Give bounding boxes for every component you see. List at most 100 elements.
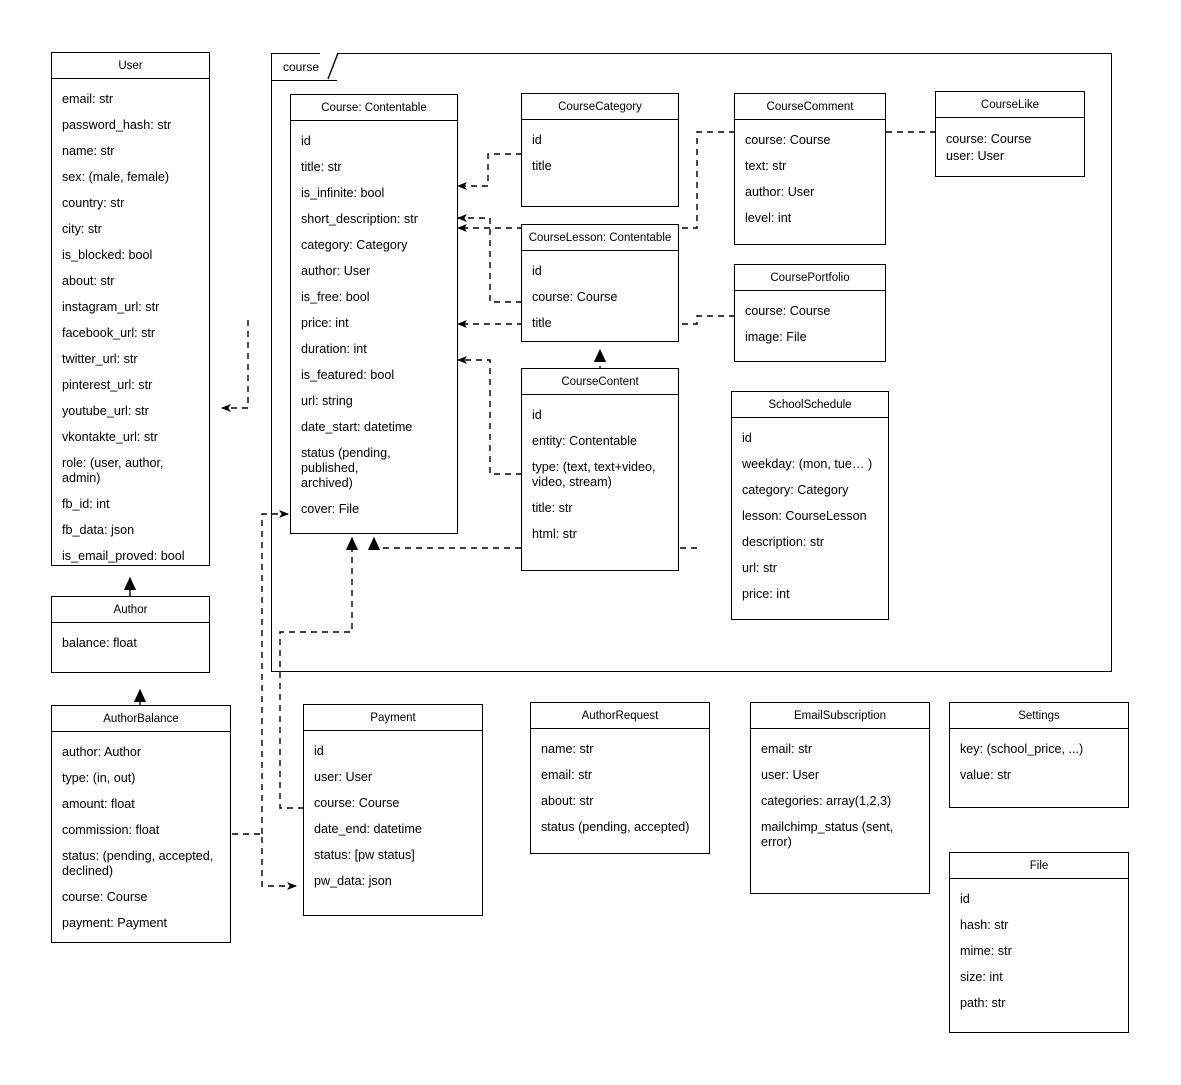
attr: pw_data: json bbox=[314, 874, 392, 888]
attr: password_hash: str bbox=[62, 118, 172, 132]
class-box-course-lesson[interactable]: CourseLesson: Contentable id course: Cou… bbox=[521, 224, 679, 342]
attr: fb_data: json bbox=[62, 523, 135, 537]
attr: id bbox=[742, 431, 752, 445]
attr: level: int bbox=[745, 211, 792, 225]
attr: email: str bbox=[761, 742, 813, 756]
attr: type: (in, out) bbox=[62, 771, 136, 785]
attr: instagram_url: str bbox=[62, 300, 160, 314]
class-attrs-author-request: name: str email: str about: str status (… bbox=[531, 729, 709, 845]
attr: country: str bbox=[62, 196, 125, 210]
package-course-tab: course bbox=[271, 52, 339, 81]
attr: course: Course bbox=[946, 132, 1032, 146]
class-box-course-portfolio[interactable]: CoursePortfolio course: Course image: Fi… bbox=[734, 264, 886, 362]
class-box-user[interactable]: User email: str password_hash: str name:… bbox=[51, 52, 210, 566]
class-title-course-portfolio: CoursePortfolio bbox=[735, 265, 885, 291]
attr: path: str bbox=[960, 996, 1006, 1010]
class-title-course-like: CourseLike bbox=[936, 92, 1084, 118]
attr: date_end: datetime bbox=[314, 822, 422, 836]
attr: vkontakte_url: str bbox=[62, 430, 158, 444]
class-title-course-category: CourseCategory bbox=[522, 94, 678, 120]
attr: url: str bbox=[742, 561, 777, 575]
attr: status (pending, published, archived) bbox=[301, 446, 391, 490]
attr: category: Category bbox=[742, 483, 849, 497]
attr: status (pending, accepted) bbox=[541, 820, 690, 834]
attr: name: str bbox=[62, 144, 115, 158]
class-title-school-schedule: SchoolSchedule bbox=[732, 392, 888, 418]
attr: price: int bbox=[742, 587, 790, 601]
attr: is_infinite: bool bbox=[301, 186, 385, 200]
attr: email: str bbox=[62, 92, 114, 106]
class-attrs-payment: id user: User course: Course date_end: d… bbox=[304, 731, 482, 899]
class-box-course-content[interactable]: CourseContent id entity: Contentable typ… bbox=[521, 368, 679, 571]
class-attrs-course-comment: course: Course text: str author: User le… bbox=[735, 120, 885, 236]
class-title-author-balance: AuthorBalance bbox=[52, 706, 230, 732]
class-title-author-request: AuthorRequest bbox=[531, 703, 709, 729]
class-title-email-subscription: EmailSubscription bbox=[751, 703, 929, 729]
attr: youtube_url: str bbox=[62, 404, 149, 418]
attr: value: str bbox=[960, 768, 1012, 782]
attr: id bbox=[301, 134, 311, 148]
class-box-school-schedule[interactable]: SchoolSchedule id weekday: (mon, tue… ) … bbox=[731, 391, 889, 620]
attr: categories: array(1,2,3) bbox=[761, 794, 892, 808]
class-box-author-balance[interactable]: AuthorBalance author: Author type: (in, … bbox=[51, 705, 231, 943]
attr: course: Course bbox=[62, 890, 148, 904]
attr: is_featured: bool bbox=[301, 368, 395, 382]
attr: lesson: CourseLesson bbox=[742, 509, 867, 523]
attr: sex: (male, female) bbox=[62, 170, 170, 184]
class-attrs-course-lesson: id course: Course title bbox=[522, 251, 678, 341]
attr: author: User bbox=[745, 185, 815, 199]
class-attrs-settings: key: (school_price, ...) value: str bbox=[950, 729, 1128, 793]
attr: twitter_url: str bbox=[62, 352, 138, 366]
package-course-label: course bbox=[283, 60, 320, 74]
class-title-course-comment: CourseComment bbox=[735, 94, 885, 120]
attr: course: Course bbox=[745, 304, 831, 318]
class-title-payment: Payment bbox=[304, 705, 482, 731]
class-title-course-lesson: CourseLesson: Contentable bbox=[522, 225, 678, 251]
class-box-author[interactable]: Author balance: float bbox=[51, 596, 210, 673]
attr: date_start: datetime bbox=[301, 420, 413, 434]
class-box-course[interactable]: Course: Contentable id title: str is_inf… bbox=[290, 94, 458, 534]
attr: name: str bbox=[541, 742, 594, 756]
class-attrs-author: balance: float bbox=[52, 623, 209, 661]
attr: id bbox=[532, 264, 542, 278]
class-box-settings[interactable]: Settings key: (school_price, ...) value:… bbox=[949, 702, 1129, 808]
attr: id bbox=[314, 744, 324, 758]
attr: title: str bbox=[532, 501, 573, 515]
attr: image: File bbox=[745, 330, 807, 344]
attr: url: string bbox=[301, 394, 353, 408]
attr: balance: float bbox=[62, 636, 137, 650]
class-box-payment[interactable]: Payment id user: User course: Course dat… bbox=[303, 704, 483, 916]
attr: is_email_proved: bool bbox=[62, 549, 185, 563]
class-attrs-school-schedule: id weekday: (mon, tue… ) category: Categ… bbox=[732, 418, 888, 612]
class-box-author-request[interactable]: AuthorRequest name: str email: str about… bbox=[530, 702, 710, 854]
class-box-file[interactable]: File id hash: str mime: str size: int pa… bbox=[949, 852, 1129, 1033]
class-attrs-course-category: id title bbox=[522, 120, 678, 184]
class-attrs-email-subscription: email: str user: User categories: array(… bbox=[751, 729, 929, 860]
class-box-course-comment[interactable]: CourseComment course: Course text: str a… bbox=[734, 93, 886, 245]
attr: mailchimp_status (sent, error) bbox=[761, 820, 897, 849]
attr: id bbox=[532, 408, 542, 422]
class-title-author: Author bbox=[52, 597, 209, 623]
attr: title bbox=[532, 159, 552, 173]
class-box-email-subscription[interactable]: EmailSubscription email: str user: User … bbox=[750, 702, 930, 894]
attr: payment: Payment bbox=[62, 916, 167, 930]
attr: title: str bbox=[301, 160, 342, 174]
class-title-file: File bbox=[950, 853, 1128, 879]
attr: type: (text, text+video, video, stream) bbox=[532, 460, 656, 489]
attr: price: int bbox=[301, 316, 349, 330]
attr: status: (pending, accepted, declined) bbox=[62, 849, 214, 878]
class-title-course: Course: Contentable bbox=[291, 95, 457, 121]
attr: course: Course bbox=[745, 133, 831, 147]
attr: description: str bbox=[742, 535, 824, 549]
attr: course: Course bbox=[314, 796, 400, 810]
class-title-settings: Settings bbox=[950, 703, 1128, 729]
class-box-course-like[interactable]: CourseLike course: Course user: User bbox=[935, 91, 1085, 177]
attr: is_blocked: bool bbox=[62, 248, 153, 262]
attr: about: str bbox=[62, 274, 115, 288]
class-box-course-category[interactable]: CourseCategory id title bbox=[521, 93, 679, 207]
attr: user: User bbox=[314, 770, 373, 784]
attr: is_free: bool bbox=[301, 290, 370, 304]
class-attrs-user: email: str password_hash: str name: str … bbox=[52, 79, 209, 574]
attr: key: (school_price, ...) bbox=[960, 742, 1084, 756]
